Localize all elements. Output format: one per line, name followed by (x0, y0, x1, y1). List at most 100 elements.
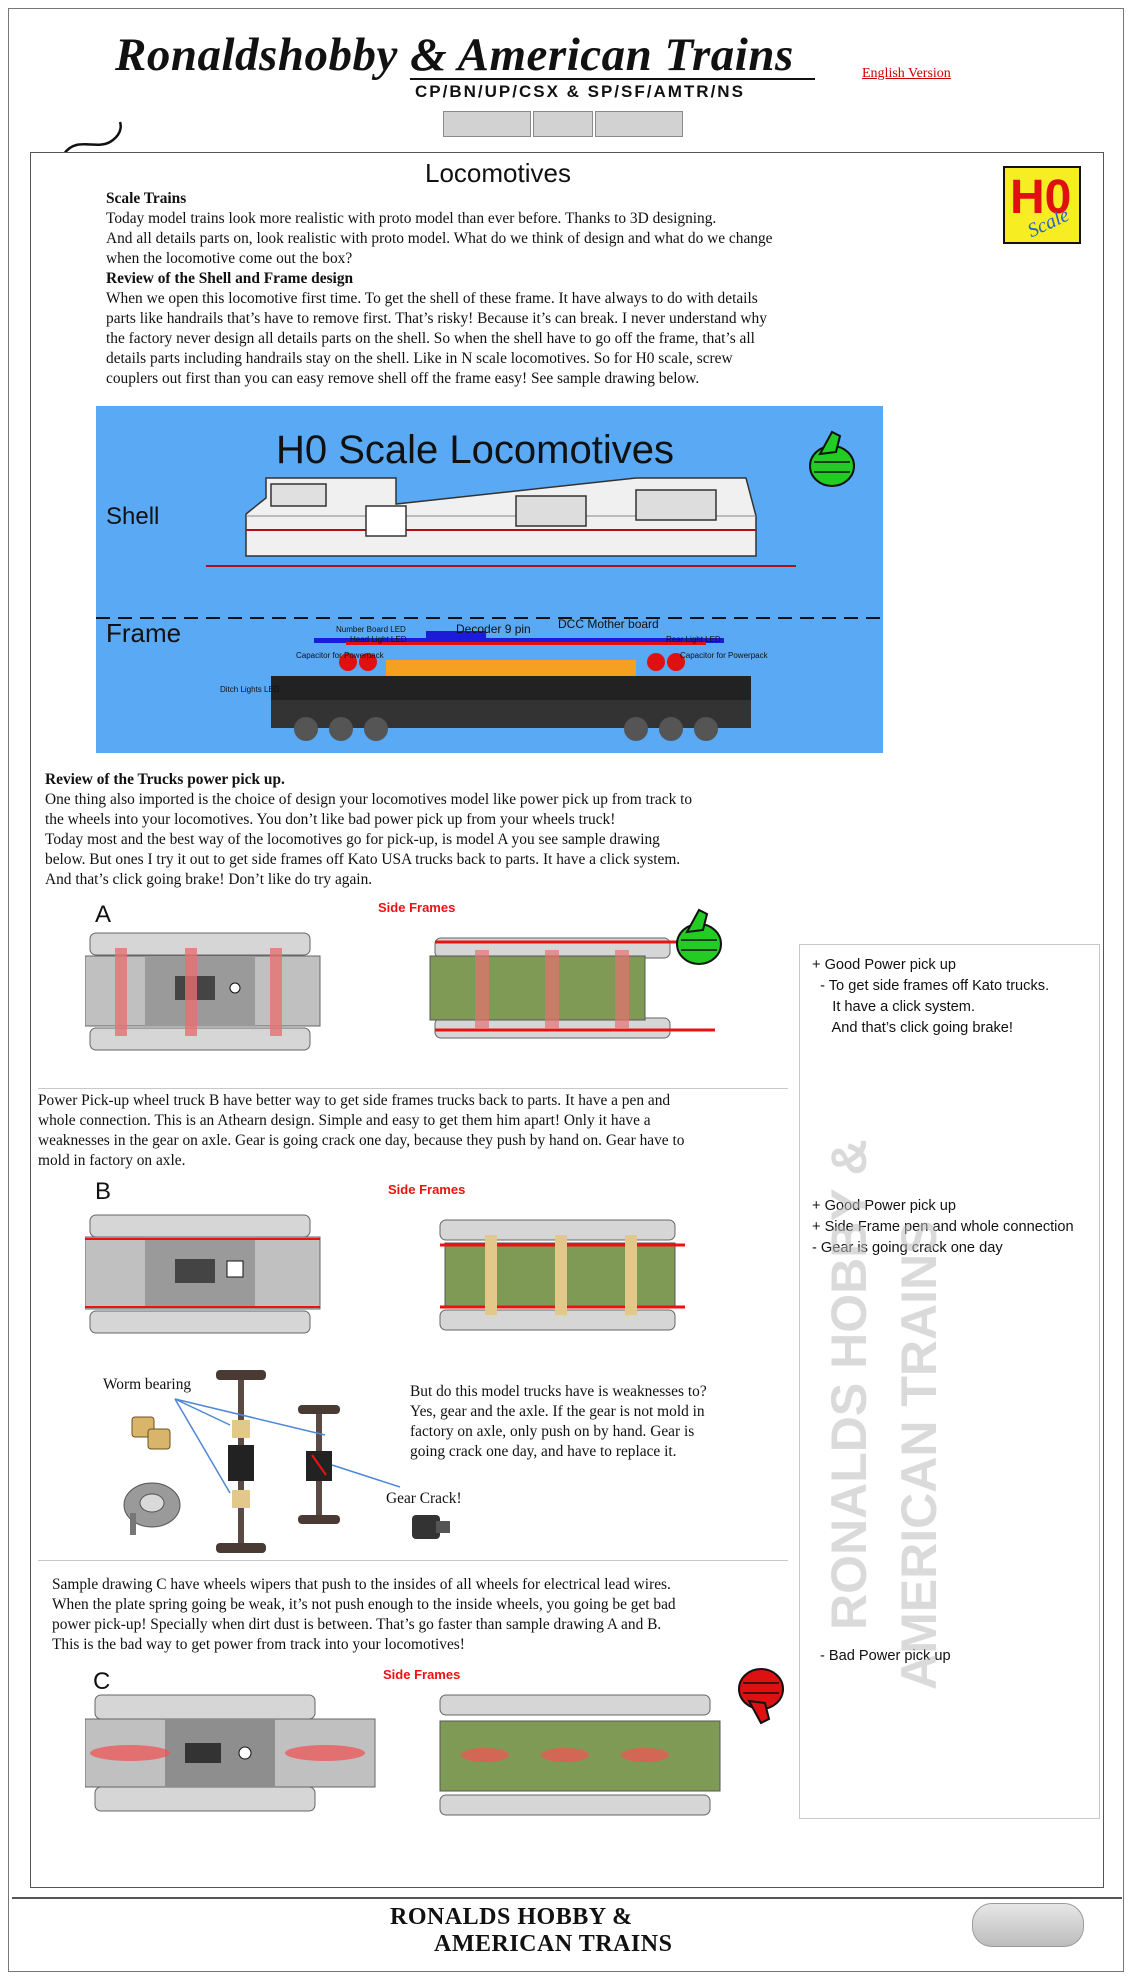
capacitor-right-label: Capacitor for Powerpack (680, 651, 769, 660)
axle-detail-line: But do this model trucks have is weaknes… (410, 1383, 707, 1400)
site-title: Ronaldshobby & American Trains (115, 29, 794, 81)
nav-button-3[interactable] (595, 111, 683, 137)
intro-section: Scale Trains Today model trains look mor… (106, 189, 996, 389)
wheel-icon (123, 1482, 181, 1535)
shell-review-line: the factory never design all details par… (106, 330, 755, 347)
truck-b-notes: + Good Power pick up + Side Frame pen and… (812, 1196, 1074, 1259)
truck-c-line: This is the bad way to get power from tr… (52, 1636, 465, 1653)
truck-a-bottom-view (85, 932, 321, 1051)
truck-b-line: weaknesses in the gear on axle. Gear is … (38, 1132, 685, 1149)
thumb-up-icon (809, 430, 855, 487)
intro-heading: Scale Trains (106, 190, 187, 207)
truck-b-description: Power Pick-up wheel truck B have better … (38, 1091, 798, 1171)
worm-bearing-label: Worm bearing (103, 1376, 191, 1393)
gear-crack-label: Gear Crack! (386, 1490, 462, 1507)
truck-b-note: - Gear is going crack one day (812, 1240, 1003, 1256)
shell-review-line: When we open this locomotive first time.… (106, 290, 758, 307)
pointer-arrows (174, 1398, 401, 1494)
truck-c-line: When the plate spring going be weak, it’… (52, 1596, 676, 1613)
watermark-line-2: AMERICAN TRAINS (891, 1220, 947, 1690)
footer-button[interactable] (972, 1903, 1084, 1947)
rear-light-led-label: Rear Light LED (666, 635, 721, 644)
nav-button-1[interactable] (443, 111, 531, 137)
footer-line-2: AMERICAN TRAINS (434, 1931, 673, 1957)
truck-b-side-view (439, 1219, 685, 1331)
shell-label: Shell (106, 503, 159, 530)
truck-b-note: + Good Power pick up (812, 1198, 956, 1214)
truck-b-side-frames-label: Side Frames (388, 1182, 465, 1197)
footer-line-1: RONALDS HOBBY & (390, 1904, 633, 1930)
number-board-led-label: Number Board LED (336, 625, 406, 634)
truck-c-bottom-view (85, 1694, 376, 1812)
truck-c-line: Sample drawing C have wheels wipers that… (52, 1576, 671, 1593)
locomotive-shell (206, 477, 796, 567)
site-subtitle: CP/BN/UP/CSX & SP/SF/AMTR/NS (415, 82, 745, 101)
capacitor-left-label: Capacitor for Powerpack (296, 651, 385, 660)
page-title: Locomotives (425, 158, 571, 188)
locomotive-diagram: H0 Scale Locomotives Shell Frame (96, 406, 883, 753)
side-notes-panel (799, 944, 1100, 1819)
axle-detail-line: Yes, gear and the axle. If the gear is n… (410, 1403, 705, 1420)
truck-a-note: It have a click system. (812, 999, 976, 1015)
ditch-lights-led-label: Ditch Lights LED (220, 685, 280, 694)
shell-review-line: details parts including handrails stay o… (106, 350, 733, 367)
truck-c-line: power pick-up! Specially when dirt dust … (52, 1616, 662, 1633)
truck-a-letter: A (95, 901, 111, 928)
intro-line: Today model trains look more realistic w… (106, 210, 717, 227)
intro-line: when the locomotive come out the box? (106, 250, 353, 267)
truck-c-note: - Bad Power pick up (820, 1648, 951, 1664)
watermark-line-1: RONALDS HOBBY & (821, 1139, 877, 1630)
nav-bar (443, 111, 685, 137)
truck-c-letter: C (93, 1668, 110, 1695)
axle-detail-text: But do this model trucks have is weaknes… (410, 1382, 790, 1462)
truck-c-side-frames-label: Side Frames (383, 1667, 460, 1682)
truck-b-letter: B (95, 1178, 111, 1205)
trucks-review-line: below. But ones I try it out to get side… (45, 851, 681, 868)
diagram-title: H0 Scale Locomotives (276, 428, 674, 472)
thumb-up-icon (676, 908, 722, 965)
shell-review-heading: Review of the Shell and Frame design (106, 270, 354, 287)
axle-detail-line: factory on axle, only push on by hand. G… (410, 1423, 695, 1440)
truck-c-notes: - Bad Power pick up (820, 1646, 951, 1667)
axle-detail-drawing: Worm bearing Gear Crack! (103, 1370, 462, 1553)
truck-c-description: Sample drawing C have wheels wipers that… (52, 1575, 792, 1655)
truck-a-notes: + Good Power pick up - To get side frame… (812, 955, 1049, 1039)
english-version-link[interactable]: English Version (862, 66, 951, 81)
axle-assembly-1 (216, 1370, 266, 1553)
truck-a-side-view (429, 937, 715, 1039)
nav-button-2[interactable] (533, 111, 593, 137)
truck-b-drawing: B Side Frames (85, 1178, 685, 1334)
trucks-review-line: Today most and the best way of the locom… (45, 831, 660, 848)
gear-icon (412, 1515, 450, 1539)
intro-line: And all details parts on, look realistic… (106, 230, 773, 247)
dcc-board-label: DCC Mother board (558, 617, 659, 631)
trucks-review-section: Review of the Trucks power pick up. One … (45, 770, 835, 890)
locomotive-frame (271, 631, 751, 741)
trucks-review-line: One thing also imported is the choice of… (45, 791, 693, 808)
divider (38, 1088, 788, 1089)
trucks-review-heading: Review of the Trucks power pick up. (45, 771, 285, 788)
truck-c-drawing: C Side Frames (85, 1667, 784, 1816)
badge-h0-text: H0 (1010, 171, 1072, 224)
truck-b-bottom-view (85, 1214, 321, 1334)
footer-divider (12, 1897, 1122, 1899)
truck-b-line: whole connection. This is an Athearn des… (38, 1112, 651, 1129)
axle-detail-line: going crack one day, and have to replace… (410, 1443, 677, 1460)
shell-review-line: couplers out first than you can easy rem… (106, 370, 700, 387)
truck-b-line: Power Pick-up wheel truck B have better … (38, 1092, 671, 1109)
h0-scale-badge: H0 Scale (1003, 166, 1081, 244)
head-light-led-label: Head Light LED (350, 635, 407, 644)
truck-a-note: And that’s click going brake! (812, 1020, 1013, 1036)
truck-a-note: - To get side frames off Kato trucks. (812, 978, 1050, 994)
worm-bearing-icon (131, 1416, 171, 1450)
truck-a-note: + Good Power pick up (812, 957, 956, 973)
frame-label: Frame (106, 618, 181, 648)
decoder-label: Decoder 9 pin (456, 622, 531, 636)
truck-a-side-frames-label: Side Frames (378, 900, 455, 915)
thumb-down-icon (738, 1668, 784, 1725)
truck-b-note: + Side Frame pen and whole connection (812, 1219, 1074, 1235)
trucks-review-line: the wheels into your locomotives. You do… (45, 811, 616, 828)
truck-c-side-view (439, 1694, 721, 1816)
title-underline (410, 78, 815, 80)
divider (38, 1560, 788, 1561)
